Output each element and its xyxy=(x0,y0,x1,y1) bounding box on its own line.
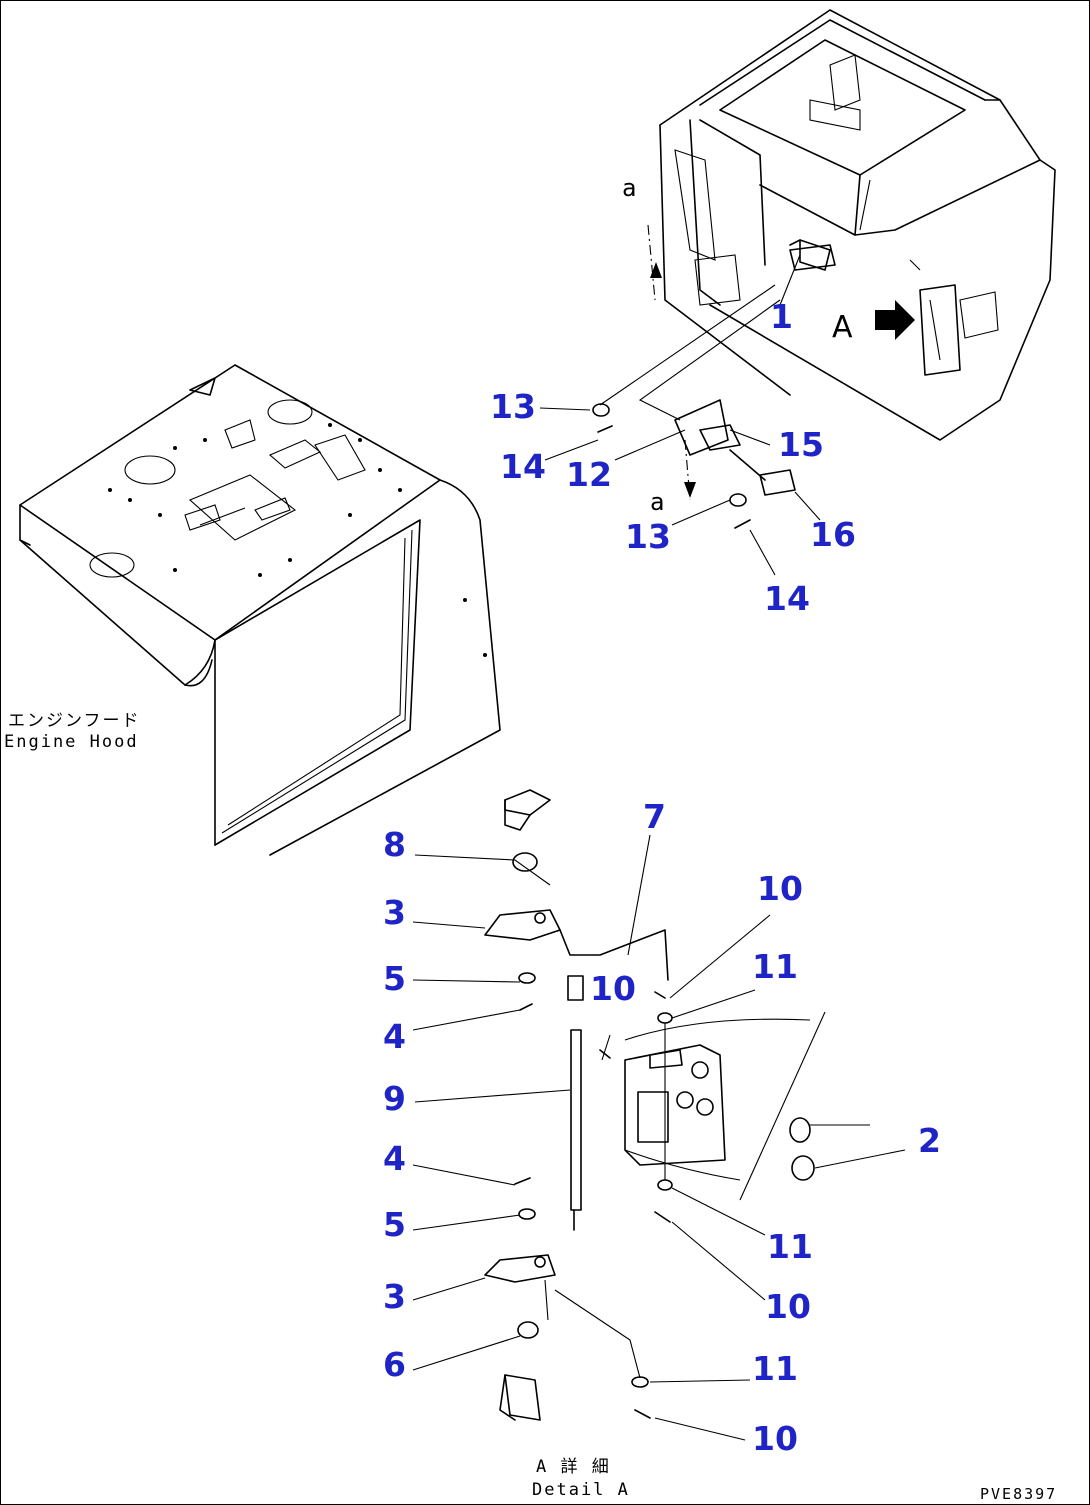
callout-12[interactable]: 12 xyxy=(566,455,612,494)
callout-14[interactable]: 14 xyxy=(764,579,810,618)
callout-3[interactable]: 3 xyxy=(383,1277,406,1316)
leader-lines xyxy=(412,254,906,1441)
callout-5[interactable]: 5 xyxy=(383,959,406,998)
callout-15[interactable]: 15 xyxy=(778,425,824,464)
detail-a-label-jp: A 詳 細 xyxy=(536,1457,611,1477)
callout-8[interactable]: 8 xyxy=(383,825,406,864)
drawing-code: PVE8397 xyxy=(980,1485,1058,1503)
view-marker-a: A xyxy=(832,310,853,345)
hood-corner-assembly xyxy=(659,9,1056,441)
callout-5[interactable]: 5 xyxy=(383,1205,406,1244)
callout-10[interactable]: 10 xyxy=(765,1287,811,1326)
section-mark-a: a xyxy=(622,174,637,202)
callout-10[interactable]: 10 xyxy=(590,969,636,1008)
callout-14[interactable]: 14 xyxy=(500,447,546,486)
callout-9[interactable]: 9 xyxy=(383,1079,406,1118)
callout-11[interactable]: 11 xyxy=(752,947,798,986)
callout-10[interactable]: 10 xyxy=(757,869,803,908)
callout-11[interactable]: 11 xyxy=(767,1227,813,1266)
bracket-parts xyxy=(592,239,831,529)
callout-7[interactable]: 7 xyxy=(643,797,666,836)
callout-11[interactable]: 11 xyxy=(752,1349,798,1388)
callout-6[interactable]: 6 xyxy=(383,1345,406,1384)
callout-2[interactable]: 2 xyxy=(918,1121,941,1160)
callout-13[interactable]: 13 xyxy=(490,387,536,426)
detail-a-label-en: Detail A xyxy=(532,1480,630,1500)
callout-1[interactable]: 1 xyxy=(770,297,793,336)
callout-10[interactable]: 10 xyxy=(752,1419,798,1458)
section-mark-a: a xyxy=(650,488,665,516)
engine-hood-outline xyxy=(19,364,501,856)
section-lines xyxy=(599,224,781,501)
callout-16[interactable]: 16 xyxy=(810,515,856,554)
callout-4[interactable]: 4 xyxy=(383,1017,406,1056)
callout-4[interactable]: 4 xyxy=(383,1139,406,1178)
callout-3[interactable]: 3 xyxy=(383,893,406,932)
engine-hood-label-jp: エンジンフード xyxy=(8,711,141,731)
detail-a-parts xyxy=(484,789,826,1421)
engine-hood-label-en: Engine Hood xyxy=(4,732,139,752)
callout-13[interactable]: 13 xyxy=(625,517,671,556)
